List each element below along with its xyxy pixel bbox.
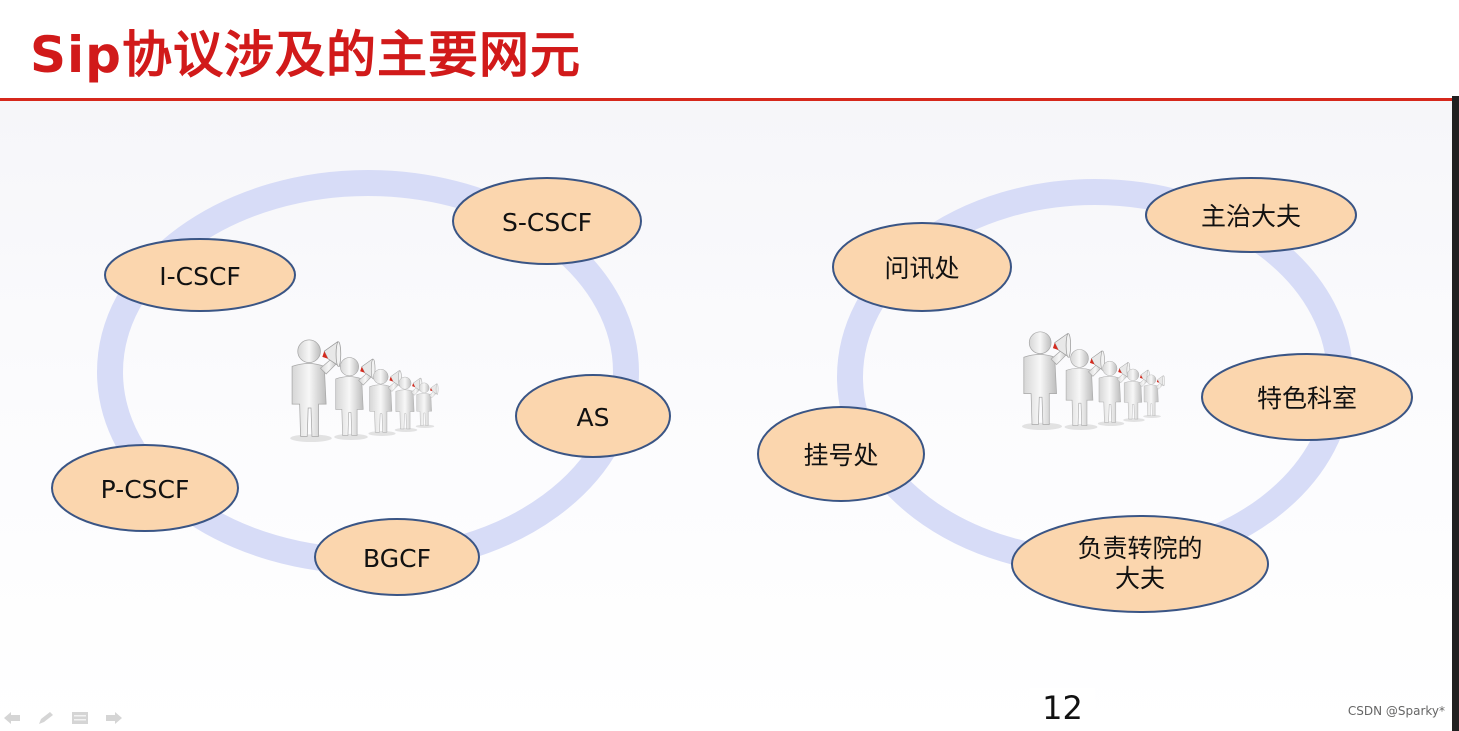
watermark: CSDN @Sparky* bbox=[1347, 704, 1445, 718]
node-label: 特色科室 bbox=[1257, 384, 1357, 413]
node-information-desk: 问讯处 bbox=[832, 222, 1012, 312]
slide-title: Sip协议涉及的主要网元 bbox=[30, 26, 581, 84]
node-bgcf: BGCF bbox=[314, 518, 480, 596]
node-chief-doctor: 主治大夫 bbox=[1145, 177, 1357, 253]
node-label: AS bbox=[577, 403, 610, 432]
node-label-line1: 负责转院的 bbox=[1077, 534, 1202, 563]
node-label: BGCF bbox=[363, 544, 431, 573]
node-registration: 挂号处 bbox=[757, 406, 925, 502]
title-divider bbox=[0, 98, 1459, 101]
prev-arrow-icon[interactable] bbox=[2, 709, 22, 727]
pen-icon[interactable] bbox=[36, 709, 56, 727]
node-transfer-doctor: 负责转院的 大夫 bbox=[1011, 515, 1269, 613]
node-label: S-CSCF bbox=[502, 208, 592, 237]
node-i-cscf: I-CSCF bbox=[104, 238, 296, 312]
page-number: 12 bbox=[1030, 688, 1095, 728]
slide-controls bbox=[2, 708, 124, 728]
node-label-line2: 大夫 bbox=[1115, 564, 1165, 593]
megaphone-people-icon bbox=[289, 339, 439, 442]
node-specialty-department: 特色科室 bbox=[1201, 353, 1413, 441]
node-as: AS bbox=[515, 374, 671, 458]
megaphone-people-icon bbox=[1021, 331, 1165, 430]
node-label: 主治大夫 bbox=[1201, 202, 1301, 231]
next-arrow-icon[interactable] bbox=[104, 709, 124, 727]
node-s-cscf: S-CSCF bbox=[452, 177, 642, 265]
node-label: 问讯处 bbox=[884, 254, 959, 283]
node-label: P-CSCF bbox=[101, 475, 190, 504]
node-label: 挂号处 bbox=[803, 441, 878, 470]
node-p-cscf: P-CSCF bbox=[51, 444, 239, 532]
window-frame-edge bbox=[1452, 96, 1459, 731]
node-label: I-CSCF bbox=[159, 262, 241, 291]
menu-icon[interactable] bbox=[70, 709, 90, 727]
